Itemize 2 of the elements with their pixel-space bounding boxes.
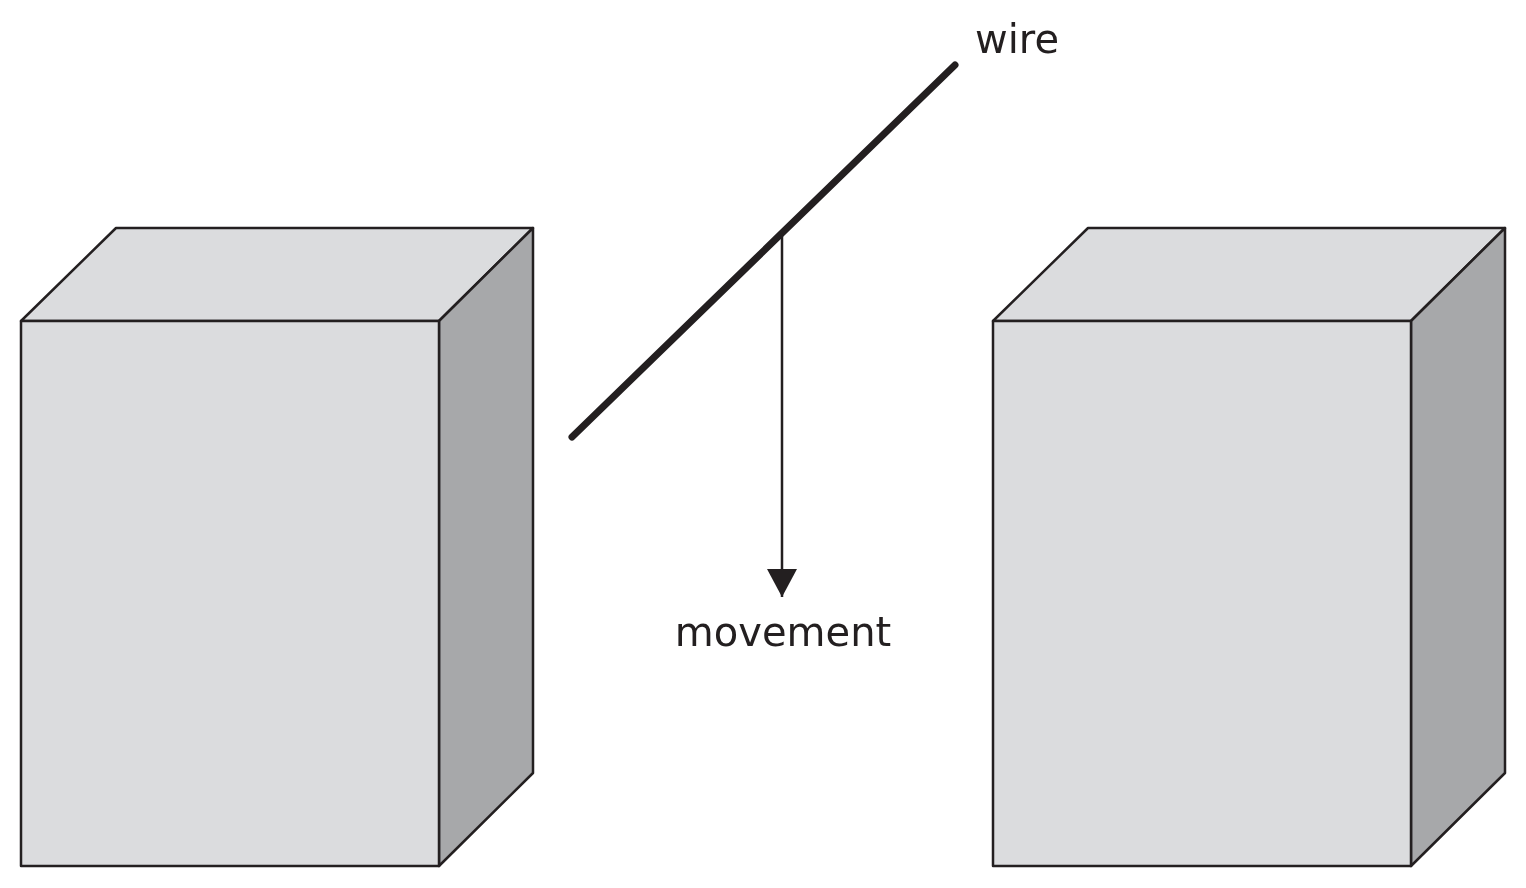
- arrow-label: movement: [674, 608, 892, 656]
- part-label: wire: [975, 15, 1059, 63]
